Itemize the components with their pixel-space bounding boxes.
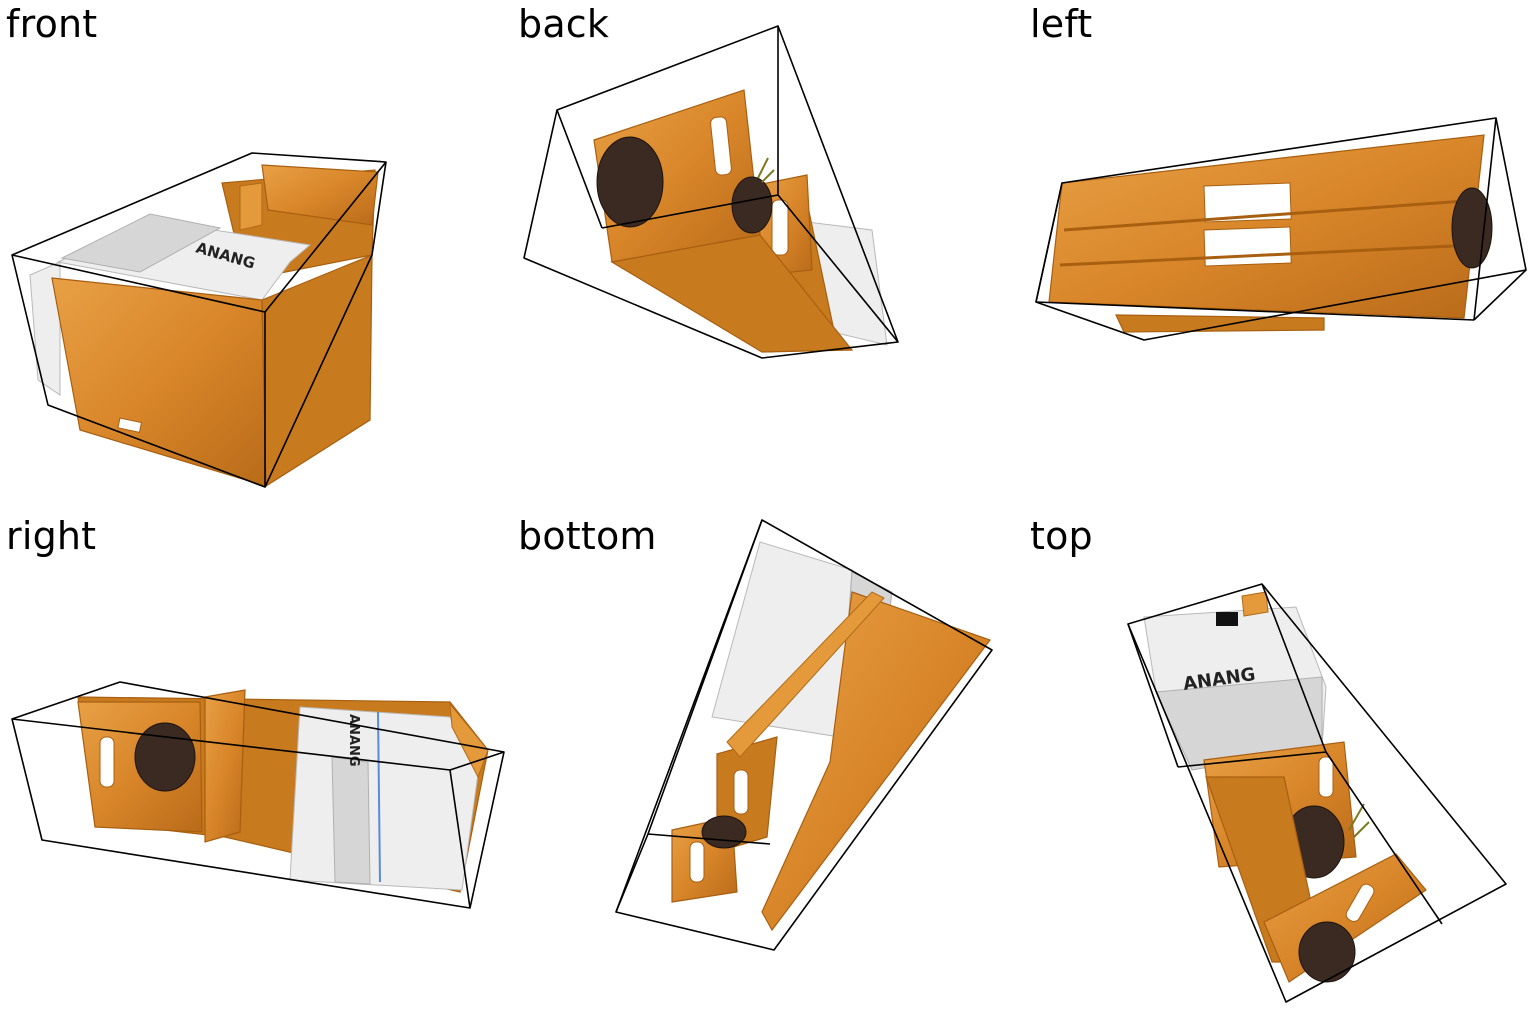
view-panel-front: front ANANG: [0, 0, 512, 512]
view-label-left: left: [1030, 2, 1093, 46]
render-right: ANANG: [11, 681, 505, 909]
render-bottom: [615, 519, 993, 951]
view-label-front: front: [6, 2, 98, 46]
render-left: [1035, 117, 1527, 341]
view-label-right: right: [6, 514, 97, 558]
view-panel-bottom: bottom: [512, 512, 1024, 1024]
view-label-back: back: [518, 2, 610, 46]
render-front: ANANG: [11, 152, 387, 488]
book-label-block: [1216, 612, 1238, 626]
view-panel-right: right ANANG: [0, 512, 512, 1024]
view-label-top: top: [1030, 514, 1093, 558]
view-label-bottom: bottom: [518, 514, 657, 558]
render-back: [523, 25, 899, 359]
book-spine-text-right: ANANG: [346, 714, 361, 767]
view-panel-back: back: [512, 0, 1024, 512]
view-panel-top: top ANANG: [1024, 512, 1536, 1024]
render-top: ANANG: [1127, 583, 1507, 1003]
view-panel-left: left: [1024, 0, 1536, 512]
